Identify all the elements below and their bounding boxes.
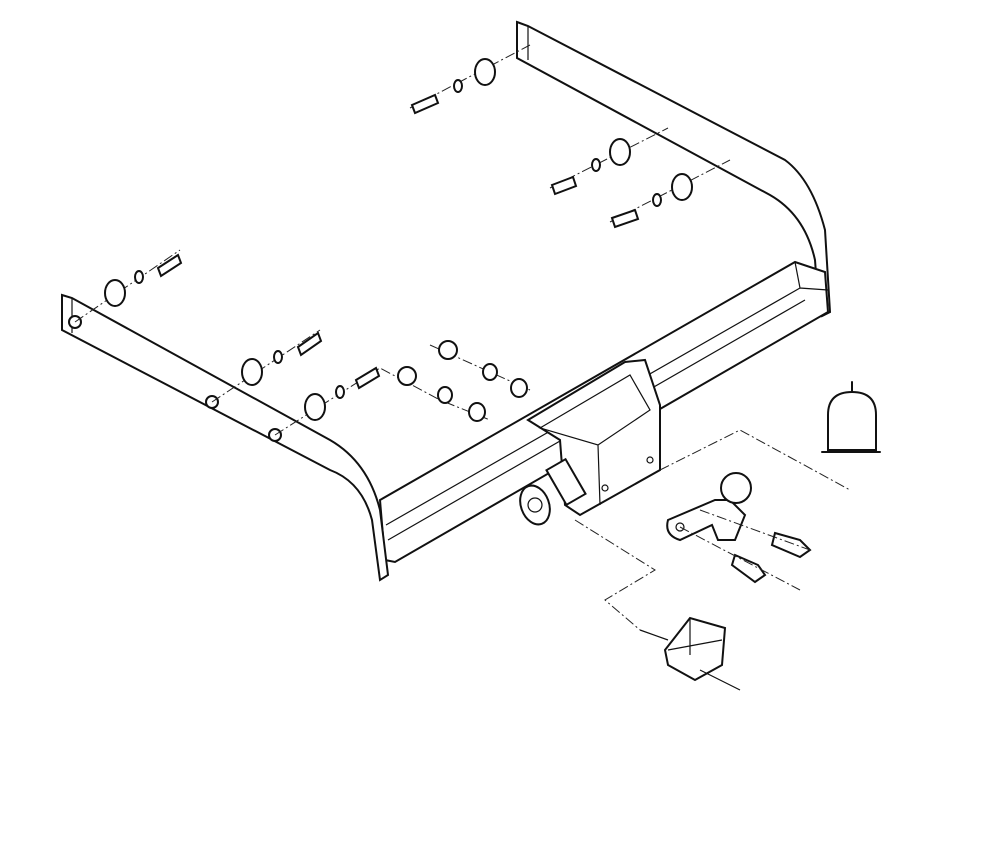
bolts [730,531,812,584]
left-side-plate [61,293,390,582]
washers [104,58,693,422]
tow-ball [666,472,752,542]
socket-plate [519,484,551,526]
electrical-connector [639,616,741,691]
lamp-icon [821,381,881,453]
